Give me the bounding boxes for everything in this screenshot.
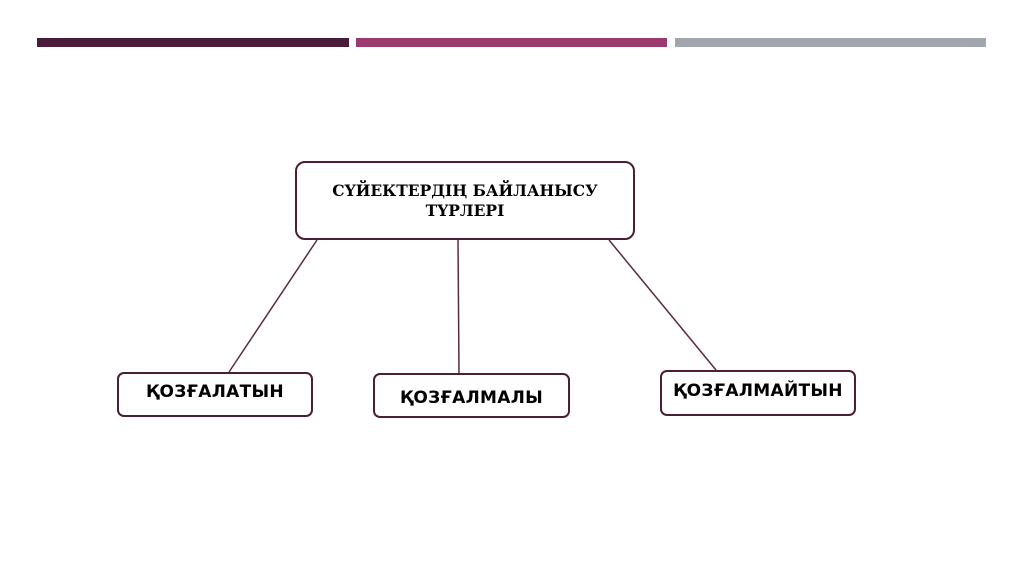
child-node-box-3: ҚОЗҒАЛМАЙТЫН xyxy=(660,370,856,416)
child-node-label-3: ҚОЗҒАЛМАЙТЫН xyxy=(673,381,843,401)
child-node-label-1: ҚОЗҒАЛАТЫН xyxy=(146,381,284,402)
connector-line-right xyxy=(608,239,717,371)
connector-line-center xyxy=(457,239,460,374)
connector-line-left xyxy=(228,239,318,373)
root-node-box: СҮЙЕКТЕРДІҢ БАЙЛАНЫСУ ТҮРЛЕРІ xyxy=(295,161,635,240)
accent-bar-gray xyxy=(675,38,986,47)
accent-bar-dark-plum xyxy=(37,38,349,47)
accent-bar-magenta xyxy=(356,38,667,47)
child-node-box-2: ҚОЗҒАЛМАЛЫ xyxy=(373,373,570,418)
child-node-label-2: ҚОЗҒАЛМАЛЫ xyxy=(399,387,544,408)
child-node-box-1: ҚОЗҒАЛАТЫН xyxy=(117,372,313,417)
root-node-label: СҮЙЕКТЕРДІҢ БАЙЛАНЫСУ ТҮРЛЕРІ xyxy=(332,180,598,220)
